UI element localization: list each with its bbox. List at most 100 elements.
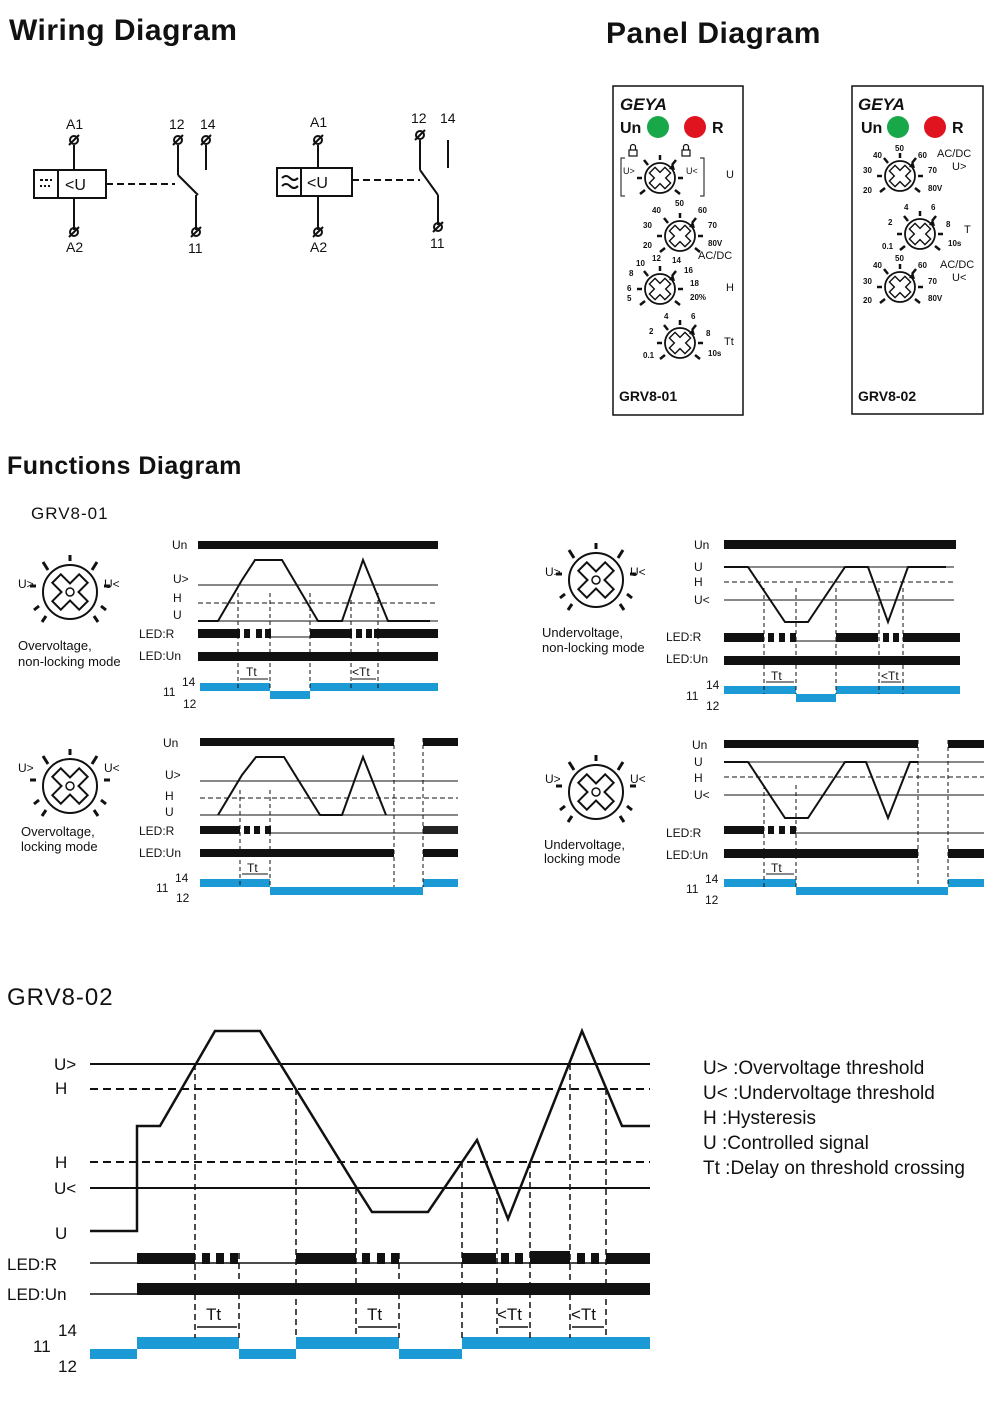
signal-label: Un	[692, 738, 707, 752]
dial-tick: 2	[649, 327, 654, 336]
dial-label-acdc: AC/DC	[940, 259, 974, 271]
terminal-screw-icon	[432, 221, 444, 233]
dial-tick: 18	[690, 279, 699, 288]
signal-label: U>	[165, 768, 181, 782]
dial-label-h: H	[726, 282, 734, 294]
terminal-screw-icon	[68, 226, 80, 238]
signal-label: U	[55, 1224, 67, 1243]
dial-tick: 4	[904, 203, 909, 212]
dial-tick: 5	[627, 294, 632, 303]
dial-tick: 4	[664, 312, 669, 321]
signal-label: 12	[58, 1357, 77, 1376]
delay-label: Tt	[246, 665, 257, 679]
signal-label: U	[173, 608, 182, 622]
signal-label: LED:R	[666, 630, 702, 644]
signal-label: 14	[58, 1321, 77, 1340]
mode-dial-icon	[554, 541, 638, 612]
signal-label: U<	[694, 788, 710, 802]
dial-label-ugt: U>	[952, 161, 966, 173]
led-un-green-icon	[647, 116, 669, 138]
dial-tick: 70	[928, 166, 937, 175]
mode-caption: locking mode	[544, 851, 621, 866]
dial-tick: 10s	[948, 239, 962, 248]
led-un-label: Un	[861, 120, 882, 137]
signal-label: U<	[54, 1179, 76, 1198]
timing-uv-locking	[724, 740, 984, 895]
delay-label: Tt	[771, 669, 782, 683]
led-un-green-icon	[887, 116, 909, 138]
brand-logo: GEYA	[858, 95, 905, 114]
terminal-label-14: 14	[440, 110, 456, 126]
terminal-screw-icon	[190, 226, 202, 238]
panel-grv8-02: GEYA Un R 40 50 60 70 80V 30 20 AC/DC U>…	[851, 85, 984, 415]
delay-label: Tt	[206, 1305, 221, 1324]
dial-tick: 10s	[708, 349, 722, 358]
signal-label: LED:R	[139, 824, 175, 838]
signal-label: U<	[694, 593, 710, 607]
signal-label: LED:Un	[139, 846, 181, 860]
led-un-label: Un	[620, 120, 641, 137]
timing-ov-nonlocking	[198, 541, 438, 699]
mode-caption: non-locking mode	[18, 654, 121, 669]
dial-tick: 30	[863, 277, 872, 286]
signal-label: 11	[686, 882, 699, 896]
mode-caption: locking mode	[21, 839, 98, 854]
dial-tick: 30	[643, 221, 652, 230]
terminal-label-a1: A1	[66, 116, 83, 132]
brand-logo: GEYA	[620, 95, 667, 114]
dial-tick: 20%	[690, 293, 706, 302]
dial-tick: 0.1	[882, 242, 894, 251]
mode-caption: Undervoltage,	[544, 837, 625, 852]
dial-label-acdc: AC/DC	[937, 148, 971, 160]
dial-label: U>	[545, 565, 561, 579]
legend-item: U :Controlled signal	[703, 1133, 869, 1154]
terminal-label-12: 12	[411, 110, 427, 126]
signal-label: 12	[706, 699, 720, 713]
dial-tick: 16	[684, 266, 693, 275]
signal-label: U	[694, 560, 703, 574]
signal-label: Un	[163, 736, 178, 750]
terminal-label-11: 11	[188, 240, 203, 256]
delay-label: Tt	[367, 1305, 382, 1324]
signal-label: H	[694, 771, 703, 785]
signal-label: LED:Un	[139, 649, 181, 663]
wiring-diagram-title: Wiring Diagram	[9, 14, 238, 47]
dial-tick: 50	[895, 254, 904, 263]
led-r-red-icon	[684, 116, 706, 138]
signal-label: 12	[705, 893, 719, 907]
mode-caption: Overvoltage,	[21, 824, 95, 839]
dial-tick: 6	[691, 312, 696, 321]
dial-tick: 60	[698, 206, 707, 215]
dial-tick: 8	[629, 269, 634, 278]
signal-label: LED:R	[666, 826, 702, 840]
legend-item: U> :Overvoltage threshold	[703, 1058, 925, 1079]
delay-label: <Tt	[497, 1305, 522, 1324]
signal-label: U	[165, 805, 174, 819]
panel-diagram-title: Panel Diagram	[606, 17, 821, 50]
grv8-01-section-label: GRV8-01	[31, 504, 109, 523]
signal-label: Un	[694, 538, 709, 552]
signal-label: U	[694, 755, 703, 769]
coil-label: <U	[65, 177, 86, 194]
dial-tick: 40	[652, 206, 661, 215]
functions-diagram-title: Functions Diagram	[7, 452, 242, 480]
signal-label: LED:R	[139, 627, 175, 641]
signal-label: H	[173, 591, 182, 605]
dial-tick: 70	[708, 221, 717, 230]
legend-item: Tt :Delay on threshold crossing	[703, 1158, 965, 1179]
dial-tick: 10	[636, 259, 645, 268]
terminal-screw-icon	[172, 134, 184, 146]
dial-tick: 2	[888, 218, 893, 227]
legend-item: H :Hysteresis	[703, 1108, 816, 1129]
dial-tick: 20	[863, 296, 872, 305]
led-r-red-icon	[924, 116, 946, 138]
signal-label: LED:Un	[7, 1285, 67, 1304]
led-r-label: R	[712, 120, 724, 137]
dial-tick: 40	[873, 261, 882, 270]
led-r-label: R	[952, 120, 964, 137]
dial-label-t: T	[964, 224, 971, 236]
dial-label: U>	[18, 577, 34, 591]
signal-label: H	[694, 575, 703, 589]
mode-dial-icon	[28, 747, 112, 818]
